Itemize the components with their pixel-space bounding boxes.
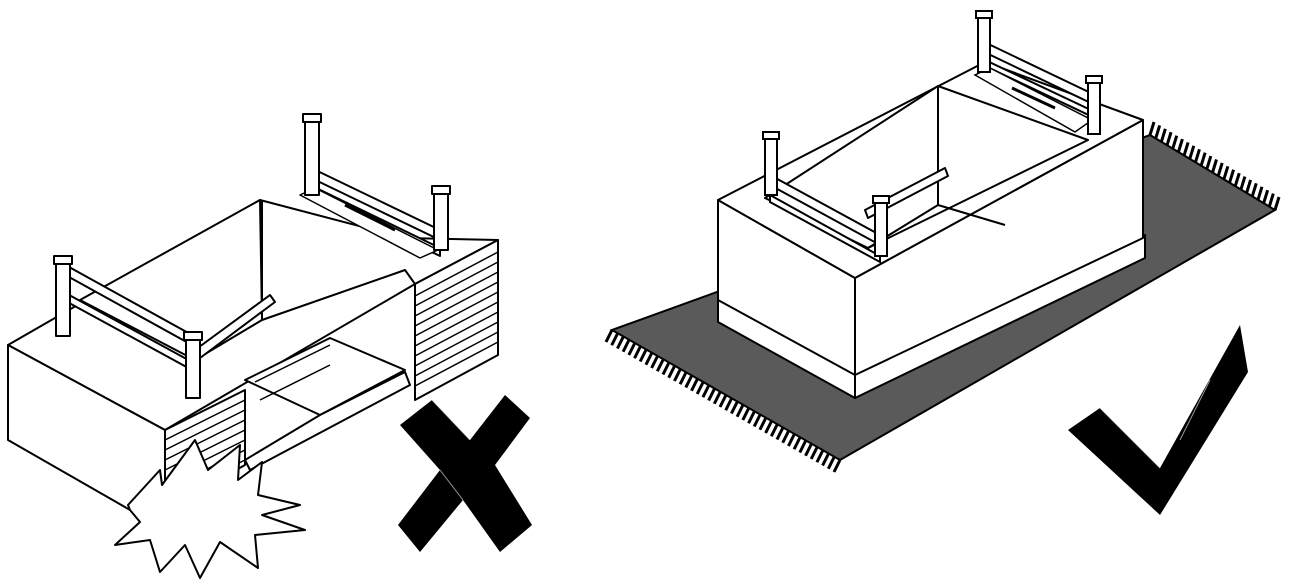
rug-fringe-strand [735, 404, 745, 418]
rug-fringe-strand [815, 449, 825, 463]
side-slats [414, 251, 499, 387]
impact-burst-icon [114, 439, 306, 579]
rug-fringe-strand [1256, 186, 1264, 201]
rug-fringe-strand [787, 433, 796, 447]
rug-fringe-strand [821, 452, 830, 467]
rug-fringe-strand [764, 420, 773, 434]
leg-frame-right [299, 113, 451, 259]
rug-fringe-strand [673, 368, 682, 382]
rug-fringe [604, 121, 1281, 473]
drawer-frame [244, 337, 406, 416]
rug-fringe-strand [718, 394, 728, 408]
rug-fringe-strand [661, 361, 671, 376]
rug-fringe-strand [604, 329, 614, 343]
rug-fringe-strand [1267, 193, 1275, 208]
rug-fringe-strand [798, 439, 808, 454]
rug-fringe-strand [1165, 131, 1173, 146]
rug-fringe-strand [1194, 148, 1201, 163]
rug-fringe-strand [758, 417, 768, 431]
rug-fringe-strand [1205, 155, 1213, 170]
rug-fringe-strand [610, 332, 620, 346]
rug-fringe-strand [707, 387, 716, 402]
rug-fringe-strand [1188, 145, 1196, 160]
rug-fringe-strand [747, 410, 756, 424]
rug-fringe-strand [633, 345, 642, 359]
rug-fringe-strand [775, 426, 785, 441]
drawer-front [244, 371, 411, 471]
rug-fringe-strand [1176, 138, 1184, 153]
rug-fringe-strand [1154, 124, 1162, 139]
rug-fringe-strand [1148, 121, 1156, 136]
rug-fringe-strand [616, 335, 625, 350]
rug-fringe-strand [730, 400, 739, 415]
rug-fringe-strand [690, 378, 699, 392]
rug-fringe-strand [1239, 176, 1247, 190]
rug-fringe-strand [1222, 165, 1230, 180]
panel-incorrect [7, 113, 499, 579]
rug-fringe-strand [712, 391, 722, 405]
rug-fringe-strand [1233, 172, 1241, 187]
rug-fringe-strand [804, 443, 813, 457]
rug-fringe-strand [1273, 196, 1281, 211]
rug-fringe-strand [1250, 182, 1258, 197]
rug-fringe-strand [1199, 152, 1207, 167]
rug-fringe-strand [1262, 189, 1270, 204]
rug-fringe-strand [1216, 162, 1224, 177]
rug-fringe-strand [701, 384, 711, 398]
rug-fringe-strand [752, 413, 762, 428]
rug-fringe-strand [792, 436, 802, 450]
leg-frame-front [762, 131, 890, 264]
rug-fringe-strand [650, 355, 659, 369]
rug-fringe-strand [769, 423, 779, 437]
check-mark-icon [1068, 325, 1248, 515]
rug-fringe-strand [1245, 179, 1253, 194]
rug-fringe-strand [1211, 159, 1218, 173]
cross-mark-icon [398, 395, 532, 552]
rug-fringe-strand [1171, 135, 1179, 150]
rug-fringe-strand [826, 456, 836, 470]
rug-fringe-strand [741, 407, 751, 421]
rug-fringe-strand [832, 459, 842, 473]
rug-fringe-strand [1159, 128, 1167, 143]
rug-fringe-strand [695, 381, 705, 395]
rug-fringe-strand [627, 342, 637, 356]
rug-fringe-strand [1182, 142, 1190, 156]
rug-fringe-strand [781, 430, 791, 444]
rug-fringe-strand [724, 397, 734, 411]
rug-fringe-strand [684, 374, 694, 389]
rug-fringe-strand [655, 358, 665, 372]
leg-frame-back [973, 10, 1103, 135]
cabinet-side-face [414, 239, 499, 401]
leg-frame-left [53, 255, 203, 399]
rug-fringe-strand [644, 352, 654, 366]
rug-fringe-strand [1228, 169, 1235, 184]
rug-fringe-strand [621, 339, 631, 353]
rug-fringe-strand [678, 371, 688, 385]
rug-fringe-strand [809, 446, 819, 460]
rug-fringe-strand [638, 348, 648, 363]
rug-fringe-strand [667, 365, 677, 379]
panel-correct [604, 10, 1281, 473]
